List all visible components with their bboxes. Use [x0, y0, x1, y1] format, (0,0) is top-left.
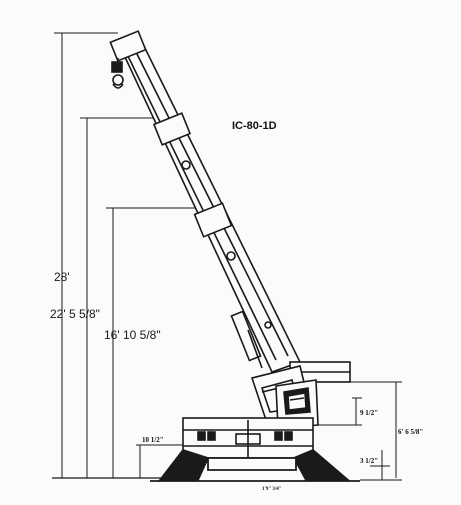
dim-cab-height — [318, 397, 362, 426]
boom — [109, 30, 302, 373]
dim-left-frame — [136, 444, 183, 478]
model-label: IC-80-1D — [232, 120, 277, 132]
label-base-note: 1'9" 3/4" — [262, 487, 282, 492]
dim-right-lower — [360, 450, 402, 481]
operator-cab — [275, 379, 319, 429]
height-label-22: 22' 5 5/8" — [50, 307, 100, 321]
label-right-lower: 3 1/2" — [360, 457, 378, 465]
label-right-upper: 6' 6 5/8" — [398, 428, 423, 436]
label-cab-height: 9 1/2" — [360, 409, 378, 417]
label-left-frame: 10 1/2" — [142, 436, 164, 444]
height-label-16: 16' 10 5/8" — [104, 328, 161, 342]
dim-right-upper — [350, 381, 402, 478]
hook — [111, 58, 124, 89]
height-dimension-22 — [80, 117, 165, 478]
height-label-28: 28' — [54, 270, 70, 284]
height-dimension-16 — [106, 207, 205, 478]
outriggers — [150, 448, 360, 482]
height-dimension-28 — [54, 32, 118, 478]
carrier-body — [182, 417, 314, 459]
